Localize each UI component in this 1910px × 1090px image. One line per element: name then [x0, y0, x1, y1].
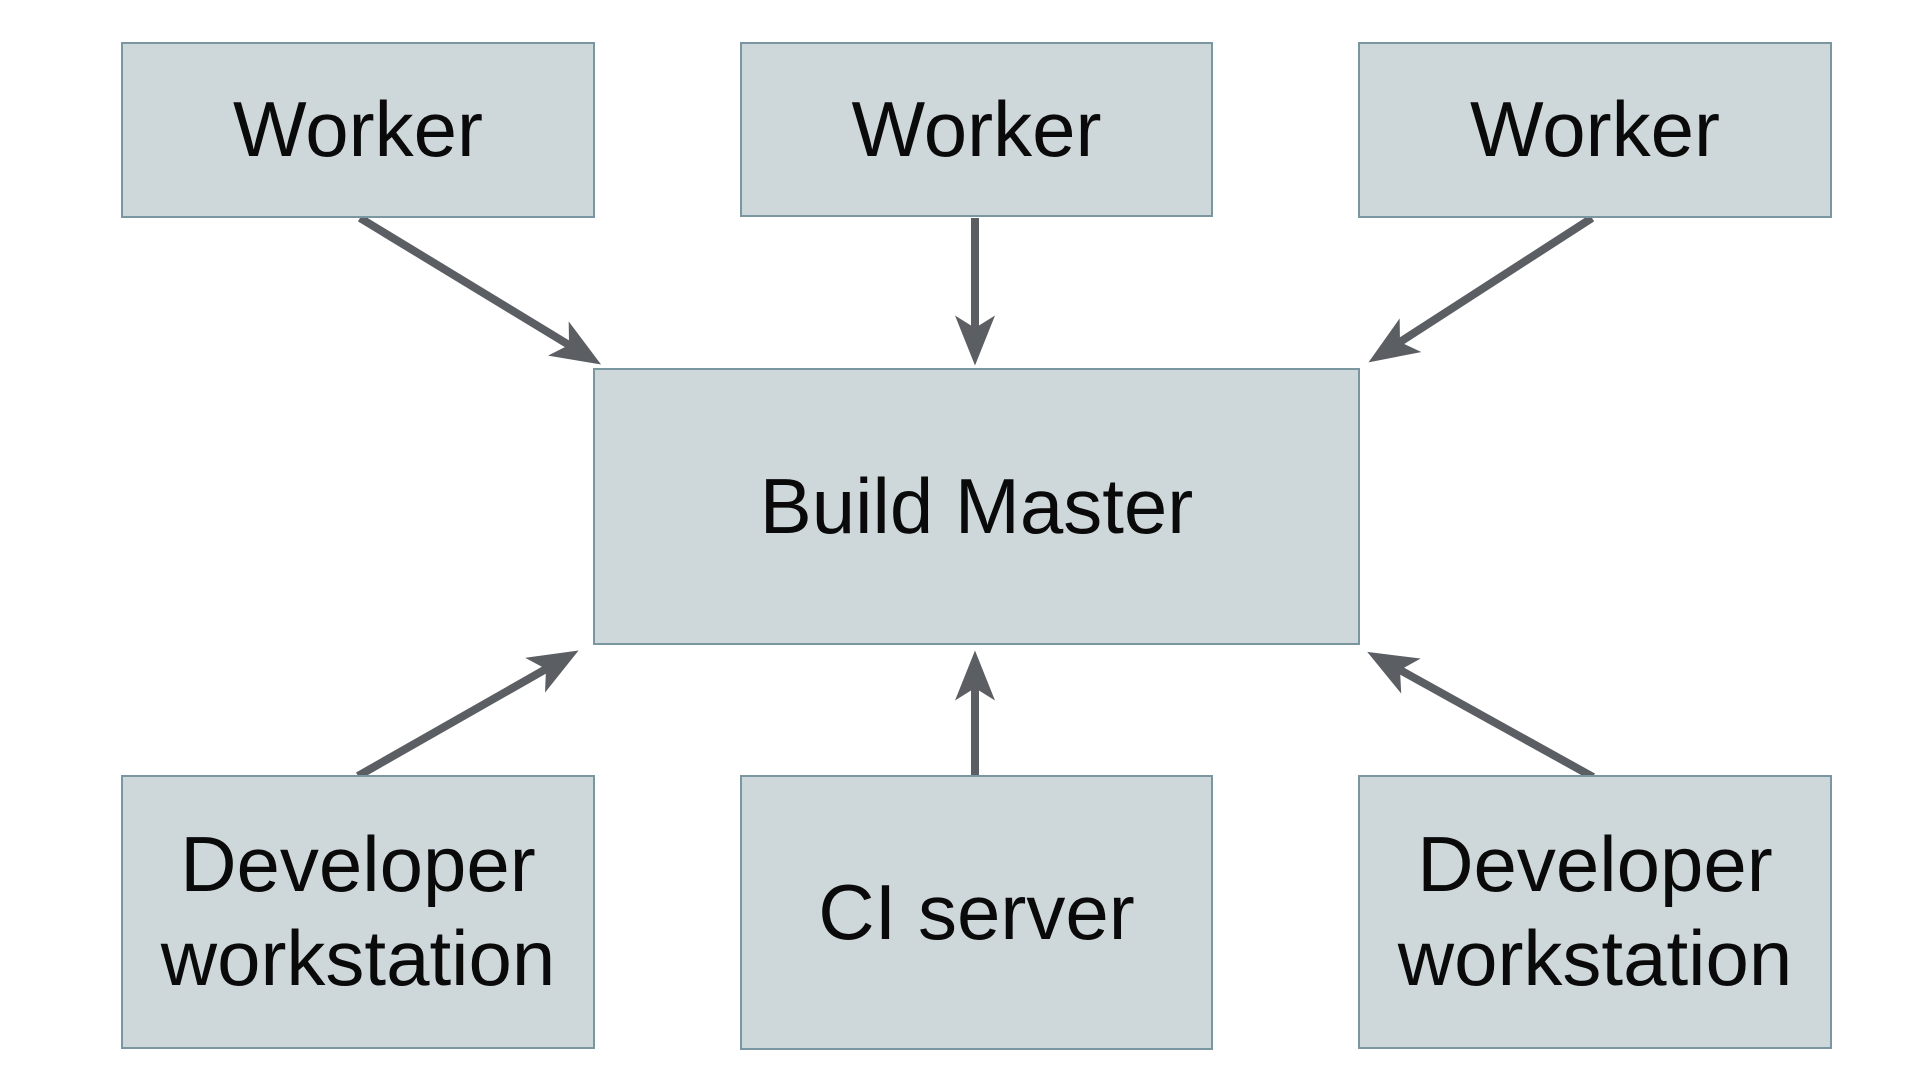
node-ci-server-label: CI server — [818, 867, 1135, 956]
node-worker-left-label: Worker — [233, 85, 483, 174]
node-worker-right-label: Worker — [1470, 85, 1720, 174]
node-build-master-label: Build Master — [759, 461, 1194, 550]
arrow-dev-workstation-left-to-build-master — [356, 650, 579, 780]
node-worker-right: Worker — [1358, 42, 1832, 218]
node-ci-server: CI server — [740, 775, 1213, 1050]
arrow-worker-left-to-build-master — [357, 214, 602, 365]
node-developer-workstation-left: Developer workstation — [121, 775, 595, 1049]
node-developer-workstation-right-label: Developer workstation — [1397, 820, 1793, 1002]
node-developer-workstation-left-label: Developer workstation — [160, 820, 556, 1002]
arrow-dev-workstation-right-to-build-master — [1367, 651, 1595, 781]
node-developer-workstation-right: Developer workstation — [1358, 775, 1832, 1049]
node-worker-center: Worker — [740, 42, 1213, 217]
node-build-master: Build Master — [593, 368, 1360, 645]
node-worker-center-label: Worker — [851, 84, 1102, 173]
node-worker-left: Worker — [121, 42, 595, 218]
arrow-worker-right-to-build-master — [1368, 214, 1595, 363]
